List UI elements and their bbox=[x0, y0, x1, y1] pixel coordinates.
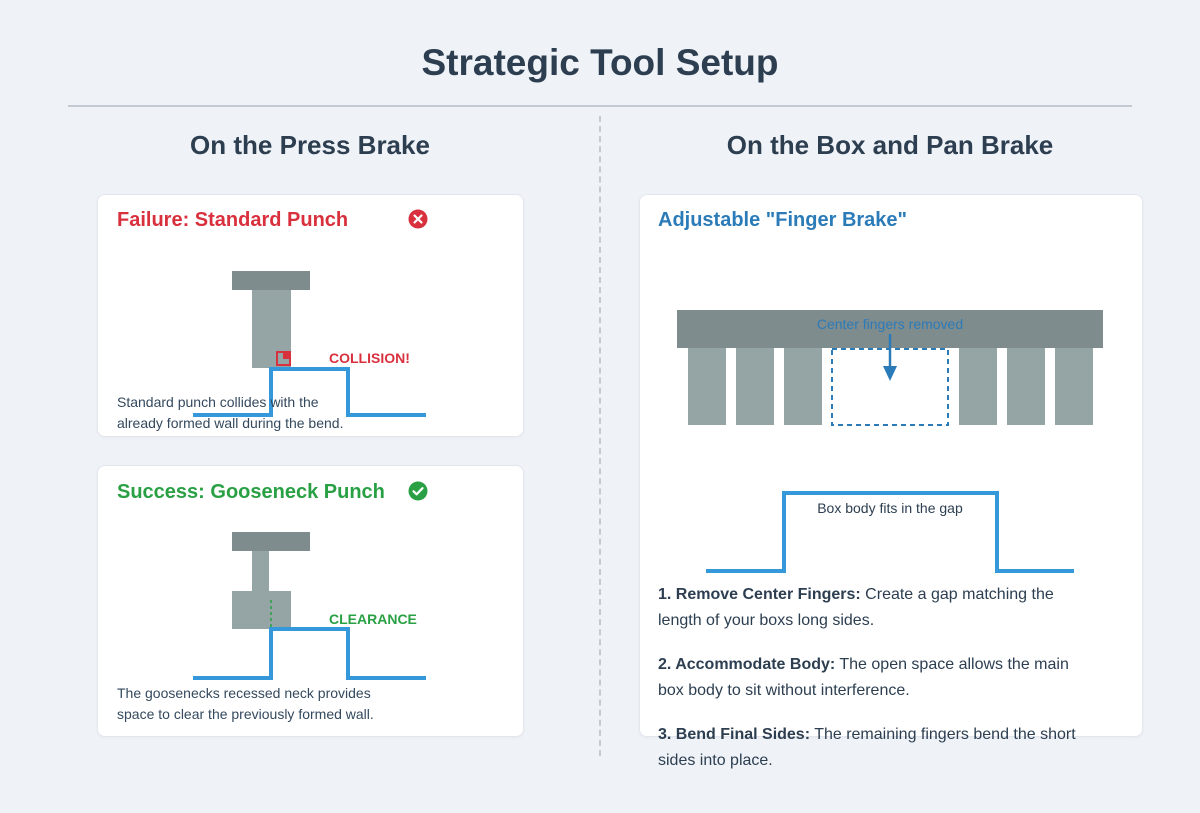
box-body-profile bbox=[706, 491, 1074, 573]
step-2: 2. Accommodate Body: The open space allo… bbox=[658, 652, 1088, 704]
box-body-label: Box body fits in the gap bbox=[817, 500, 963, 516]
x-circle-icon bbox=[408, 209, 428, 229]
left-column-heading: On the Press Brake bbox=[190, 130, 430, 160]
finger bbox=[1007, 348, 1045, 425]
failure-caption-line2: already formed wall during the bend. bbox=[117, 415, 344, 431]
finger-brake-card bbox=[639, 194, 1143, 737]
center-fingers-label: Center fingers removed bbox=[816, 316, 964, 332]
right-column-heading: On the Box and Pan Brake bbox=[726, 130, 1054, 160]
step-1-label: 1. Remove Center Fingers: bbox=[658, 586, 861, 603]
title-divider bbox=[68, 105, 1132, 107]
failure-card bbox=[97, 194, 524, 437]
finger-brake-title: Adjustable "Finger Brake" bbox=[658, 209, 908, 231]
finger bbox=[736, 348, 774, 425]
clearance-label: CLEARANCE bbox=[329, 611, 417, 627]
formed-sheet-metal bbox=[193, 627, 426, 680]
punch-holder bbox=[232, 271, 310, 290]
success-caption-line1: The goosenecks recessed neck provides bbox=[117, 685, 371, 701]
success-card-title: Success: Gooseneck Punch bbox=[117, 481, 385, 503]
finger bbox=[784, 348, 822, 425]
success-caption: The goosenecks recessed neck provides sp… bbox=[117, 683, 374, 725]
gooseneck-tip bbox=[232, 591, 291, 629]
finger bbox=[688, 348, 726, 425]
instruction-steps: 1. Remove Center Fingers: Create a gap m… bbox=[658, 582, 1088, 792]
page-title: Strategic Tool Setup bbox=[421, 42, 779, 83]
gap-arrow-head bbox=[883, 366, 897, 381]
gooseneck-neck bbox=[252, 551, 269, 591]
step-1: 1. Remove Center Fingers: Create a gap m… bbox=[658, 582, 1088, 634]
column-divider bbox=[599, 116, 601, 756]
finger bbox=[1055, 348, 1093, 425]
step-2-text: The open space allows the main box body … bbox=[658, 656, 1069, 699]
failure-card-title: Failure: Standard Punch bbox=[117, 209, 349, 231]
success-card bbox=[97, 465, 524, 737]
success-caption-line2: space to clear the previously formed wal… bbox=[117, 706, 374, 722]
step-2-label: 2. Accommodate Body: bbox=[658, 656, 836, 673]
step-3-text: The remaining fingers bend the short sid… bbox=[658, 726, 1076, 769]
check-circle-icon bbox=[408, 481, 428, 501]
step-3-label: 3. Bend Final Sides: bbox=[658, 726, 811, 743]
finger bbox=[959, 348, 997, 425]
failure-caption: Standard punch collides with the already… bbox=[117, 392, 343, 434]
step-1-text: Create a gap matching the length of your… bbox=[658, 586, 1054, 629]
collision-label: COLLISION! bbox=[329, 350, 410, 366]
punch-holder bbox=[232, 532, 310, 551]
failure-caption-line1: Standard punch collides with the bbox=[117, 394, 319, 410]
step-3: 3. Bend Final Sides: The remaining finge… bbox=[658, 722, 1088, 774]
formed-sheet-metal bbox=[193, 367, 426, 417]
